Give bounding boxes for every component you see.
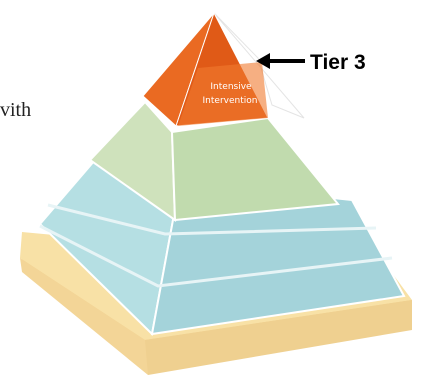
- tier-3-label-line2: Intervention: [203, 96, 258, 106]
- tier-3-label-line1: Intensive: [210, 82, 252, 92]
- side-text: vith: [0, 99, 31, 121]
- arrow-head-icon: [256, 53, 270, 69]
- tier-1-section: [38, 158, 406, 337]
- tier-2-section: [88, 100, 340, 222]
- tier-3-callout-label: Tier 3: [310, 51, 366, 74]
- tier-3-callout: Tier 3: [256, 51, 366, 74]
- tier-3-section: Intensive Intervention: [142, 11, 305, 127]
